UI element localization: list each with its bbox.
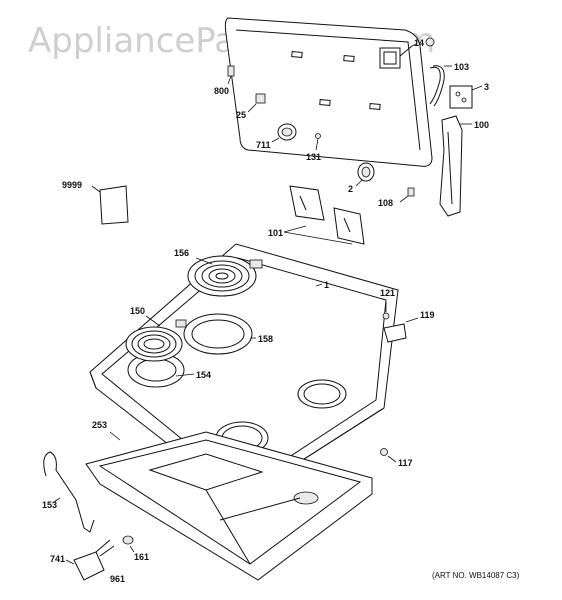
clip-part[interactable] (247, 93, 266, 113)
callout-117: 117 (398, 458, 413, 468)
callout-14: 14 (414, 38, 424, 48)
callout-800: 800 (214, 86, 229, 96)
screw-part[interactable] (227, 65, 235, 85)
callout-156: 156 (174, 248, 189, 258)
callout-101: 101 (268, 228, 283, 238)
end-cap-part[interactable] (439, 115, 472, 217)
callout-150: 150 (130, 306, 145, 316)
callout-9999: 9999 (62, 180, 82, 190)
callout-25: 25 (236, 110, 246, 120)
drip-pan-part[interactable] (183, 313, 256, 355)
switch-block-part[interactable] (449, 85, 483, 109)
callout-711: 711 (256, 140, 271, 150)
wire-harness-part[interactable] (429, 65, 452, 107)
hinge-part[interactable] (383, 317, 419, 343)
screw-part[interactable] (382, 302, 390, 320)
infinite-switch-part[interactable] (379, 43, 417, 69)
callout-1: 1 (324, 280, 329, 290)
art-number: (ART NO. WB14087 C3) (432, 571, 520, 580)
callout-153: 153 (42, 500, 57, 510)
cooktop-body-tray[interactable] (85, 431, 373, 581)
grommet-part[interactable] (122, 535, 135, 553)
control-knob-part[interactable] (355, 162, 375, 187)
surface-element-part[interactable] (187, 255, 263, 297)
screw-part[interactable] (399, 187, 415, 203)
callout-100: 100 (474, 120, 489, 130)
callout-119: 119 (420, 310, 435, 320)
callout-961: 961 (110, 574, 125, 584)
callout-108: 108 (378, 198, 393, 208)
callout-154: 154 (196, 370, 211, 380)
bracket-part[interactable] (283, 185, 365, 245)
callout-253: 253 (92, 420, 107, 430)
surface-element-part[interactable] (125, 315, 187, 362)
indicator-light-part[interactable] (425, 37, 435, 47)
terminal-block-part[interactable] (65, 539, 115, 581)
callout-121: 121 (380, 288, 395, 298)
wire-part[interactable] (43, 451, 95, 533)
control-knob-part[interactable] (271, 123, 297, 143)
literature-card-part[interactable] (91, 185, 129, 225)
bumper-part[interactable] (380, 448, 397, 463)
callout-2: 2 (348, 184, 353, 194)
callout-158: 158 (258, 334, 273, 344)
callout-131: 131 (306, 152, 321, 162)
callout-161: 161 (134, 552, 149, 562)
callout-741: 741 (50, 554, 65, 564)
callout-103: 103 (454, 62, 469, 72)
callout-3: 3 (484, 82, 489, 92)
fastener-part[interactable] (315, 133, 321, 151)
